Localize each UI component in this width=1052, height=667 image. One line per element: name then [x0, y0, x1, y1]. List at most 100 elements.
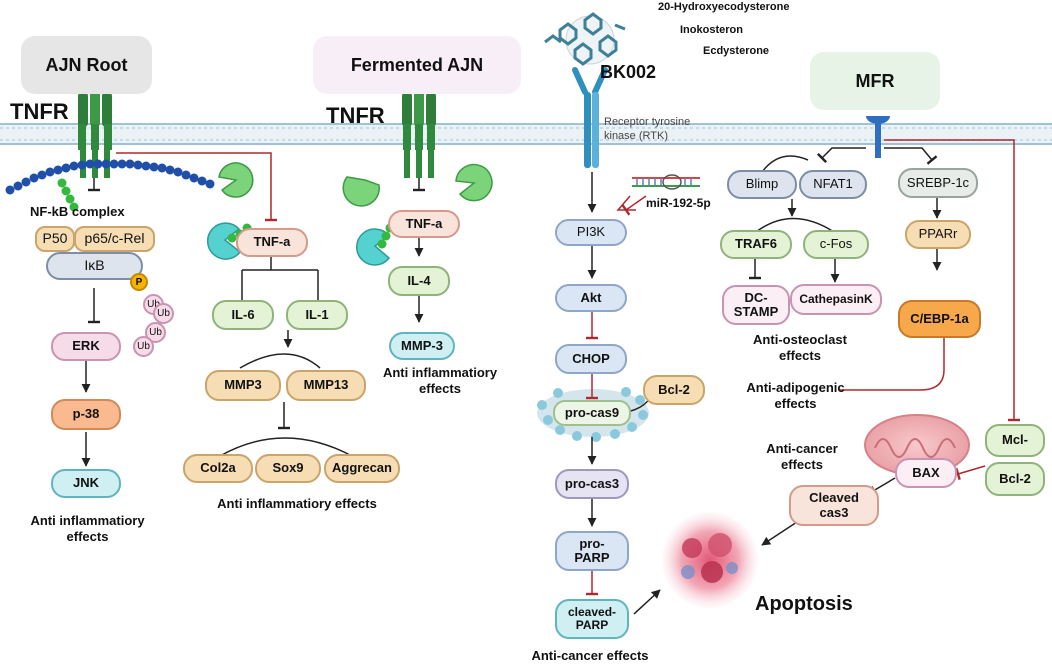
- apoptosis-label: Apoptosis: [755, 593, 853, 615]
- effect-line: effects: [66, 529, 109, 545]
- node-line: Cleaved: [809, 490, 859, 506]
- mirna-hairpin-icon: [632, 174, 700, 190]
- procas9-node: pro-cas9: [553, 400, 631, 426]
- tnf-ligand-pacman: [356, 228, 391, 266]
- effect-label-anti-inflammatory-left: Anti inflammatiory effects: [30, 513, 145, 546]
- node-line: cas3: [819, 504, 849, 520]
- panel-title-bk002: BK002: [600, 62, 657, 82]
- effect-label-anti-inflammatory-fermented: Anti inflammatiory effects: [370, 365, 510, 398]
- il4-node: IL-4: [388, 266, 450, 296]
- cfos-node: c-Fos: [803, 230, 869, 259]
- bk002-molecule-icon: [544, 12, 626, 66]
- node-line: PARP: [574, 550, 610, 565]
- nfat1-node: NFAT1: [799, 170, 867, 199]
- rtk-receptor: [572, 67, 608, 168]
- effect-line: Anti inflammatiory: [382, 365, 498, 380]
- bcl2-node-bk002: Bcl-2: [643, 375, 705, 405]
- tnfa-node-fermented: TNF-a: [388, 210, 460, 238]
- edge: [761, 155, 809, 173]
- edge: [816, 147, 866, 164]
- effect-label-anti-adipogenic: Anti-adipogenic effects: [733, 380, 858, 413]
- tnfr-label-right: TNFR: [326, 103, 385, 128]
- jnk-node: JNK: [51, 469, 121, 498]
- tnf-ligand-pacman: [218, 162, 254, 198]
- il6-node: IL-6: [212, 300, 274, 330]
- tnfr-receptor-right: [402, 88, 436, 178]
- mmp3-node-fermented: MMP-3: [389, 332, 455, 360]
- pparr-node: PPARr: [905, 220, 971, 249]
- edge: [884, 147, 938, 165]
- cathepsin-node: CathepasinK: [790, 284, 882, 315]
- mcl-node: Mcl-: [985, 424, 1045, 457]
- node-line: PARP: [575, 618, 609, 632]
- tnf-ligand-pacman: [342, 176, 380, 207]
- node-line: cleaved-: [567, 604, 617, 619]
- panel-title-ajn-root: AJN Root: [21, 36, 152, 94]
- compound-label: 20-Hydroxyecodysterone: [658, 1, 790, 13]
- ikb-node: IκB: [46, 252, 143, 280]
- ub-badge: Ub: [133, 336, 154, 357]
- tnf-ligand-pacman: [206, 222, 242, 260]
- cell-membrane: [0, 123, 1052, 145]
- edge: [840, 328, 945, 391]
- node-line: DC-: [744, 289, 768, 305]
- phosphate-badge: P: [130, 273, 148, 291]
- apoptotic-cell-icon: [662, 512, 758, 608]
- edge: [239, 353, 321, 369]
- effect-label-anti-inflammatory-mid: Anti inflammatiory effects: [217, 496, 377, 511]
- compound-label: Inokosteron: [680, 24, 743, 36]
- effect-line: Anti inflammatiory: [30, 513, 145, 528]
- rtk-label-line1: Receptor tyrosine: [604, 116, 691, 128]
- node-line: STAMP: [733, 304, 779, 319]
- nfkb-complex-label: NF-kB complex: [30, 204, 125, 219]
- ub-badge: Ub: [153, 303, 174, 324]
- proparp-node: pro-PARP: [555, 531, 629, 571]
- dcstamp-node: DC-STAMP: [722, 285, 790, 325]
- edge: [955, 465, 986, 481]
- tnfa-node-ajn: TNF-a: [236, 228, 308, 257]
- edge: [219, 437, 353, 457]
- effect-label-anti-cancer-bk002: Anti-cancer effects: [531, 648, 649, 663]
- chop-node: CHOP: [555, 344, 627, 374]
- p50-node: P50: [35, 226, 75, 252]
- edge: [621, 195, 647, 216]
- il1-node: IL-1: [286, 300, 348, 330]
- p38-node: p-38: [51, 399, 121, 430]
- edge: [616, 195, 636, 211]
- srebp-node: SREBP-1c: [898, 168, 978, 198]
- bcl2-node-mfr: Bcl-2: [985, 462, 1045, 496]
- effect-label-anti-cancer-mfr: Anti-cancer effects: [752, 441, 852, 474]
- node-line: pro-: [579, 535, 605, 551]
- panel-title-mfr: MFR: [810, 52, 940, 110]
- bax-node: BAX: [895, 458, 957, 488]
- rtk-label-line2: kinase (RTK): [604, 130, 668, 143]
- effect-line: effects: [779, 348, 821, 364]
- edge: [884, 139, 1020, 422]
- akt-node: Akt: [555, 284, 627, 312]
- blimp-node: Blimp: [727, 170, 797, 199]
- mmp3-node: MMP3: [205, 370, 281, 401]
- tnf-ligand-pacman: [455, 163, 493, 202]
- tnfr-label-left: TNFR: [10, 99, 69, 124]
- traf6-node: TRAF6: [720, 230, 792, 259]
- pi3k-node: PI3K: [555, 219, 627, 246]
- mir-label: miR-192-5p: [646, 196, 711, 210]
- effect-label-anti-osteoclast: Anti-osteoclast effects: [745, 332, 855, 365]
- procas3-node: pro-cas3: [555, 469, 629, 499]
- effect-line: Anti-cancer: [766, 441, 838, 456]
- sox9-node: Sox9: [255, 454, 321, 483]
- col2a-node: Col2a: [183, 454, 253, 483]
- panel-title-fermented-ajn: Fermented AJN: [313, 36, 521, 94]
- p65-node: p65/c-Rel: [74, 226, 155, 252]
- aggrecan-node: Aggrecan: [324, 454, 400, 483]
- mfr-receptor: [866, 116, 890, 158]
- cebp-node: C/EBP-1a: [898, 300, 981, 338]
- ubiquitin-chain: [5, 159, 215, 195]
- edge: [761, 519, 801, 546]
- edge: [633, 589, 661, 615]
- mmp13-node: MMP13: [286, 370, 366, 401]
- rtk-label: Receptor tyrosine kinase (RTK): [604, 115, 690, 144]
- green-bead-chain: [57, 178, 79, 212]
- effect-line: Anti-osteoclast: [753, 332, 847, 347]
